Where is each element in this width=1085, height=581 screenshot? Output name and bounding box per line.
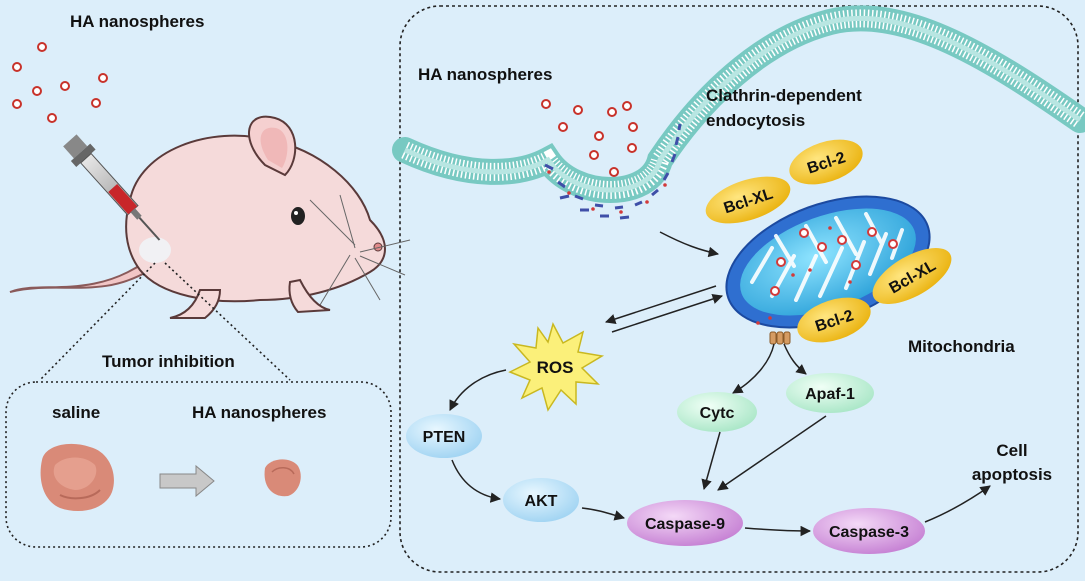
apaf1-node: Apaf-1 <box>786 373 874 413</box>
arrow-right-icon <box>159 464 215 498</box>
endocytosis-label-line2: endocytosis <box>706 111 805 130</box>
bclxl-left-node: Bcl-XL <box>705 176 791 224</box>
treated-tumor-image <box>264 459 301 497</box>
mouse-illustration <box>9 115 411 319</box>
svg-text:Apaf-1: Apaf-1 <box>805 386 855 403</box>
tumor-comparison-box <box>5 381 392 548</box>
bcl2-top-node: Bcl-2 <box>789 139 863 185</box>
endocytosis-label-line1: Clathrin-dependent <box>706 86 862 105</box>
caspase9-node: Caspase-9 <box>627 500 743 546</box>
svg-text:ROS: ROS <box>537 358 574 377</box>
cell-membrane <box>392 5 1085 203</box>
cytc-node: Cytc <box>677 392 757 432</box>
nanospheres-left <box>12 42 108 123</box>
cell-apoptosis-line2: apoptosis <box>972 465 1052 484</box>
treated-label: HA nanospheres <box>192 403 326 422</box>
left-title-label: HA nanospheres <box>70 12 204 31</box>
caspase3-node: Caspase-3 <box>813 508 925 554</box>
right-panel-border <box>399 5 1079 573</box>
bcl2-bottom-node: Bcl-2 <box>797 297 871 343</box>
syringe-illustration <box>63 134 161 241</box>
cell-apoptosis-line1: Cell <box>996 441 1027 460</box>
svg-text:AKT: AKT <box>525 493 558 510</box>
clathrin-coat <box>544 123 682 220</box>
akt-node: AKT <box>503 478 579 522</box>
svg-text:Caspase-3: Caspase-3 <box>829 524 909 541</box>
right-title-label: HA nanospheres <box>418 65 552 84</box>
saline-label: saline <box>52 403 100 422</box>
svg-text:Caspase-9: Caspase-9 <box>645 516 725 533</box>
svg-text:Cytc: Cytc <box>700 405 735 422</box>
nanospheres-right <box>541 99 638 177</box>
ros-node: ROS <box>508 321 605 412</box>
mitochondria-label: Mitochondria <box>908 337 1015 356</box>
pten-node: PTEN <box>406 414 482 458</box>
zoom-lines <box>39 262 291 381</box>
pathway-arrows <box>449 231 991 537</box>
clathrin-red-dots <box>547 170 667 214</box>
tumor-inhibition-label: Tumor inhibition <box>102 352 235 371</box>
saline-tumor-image <box>40 443 114 512</box>
bclxl-right-node: Bcl-XL <box>872 248 952 304</box>
svg-text:PTEN: PTEN <box>423 429 466 446</box>
